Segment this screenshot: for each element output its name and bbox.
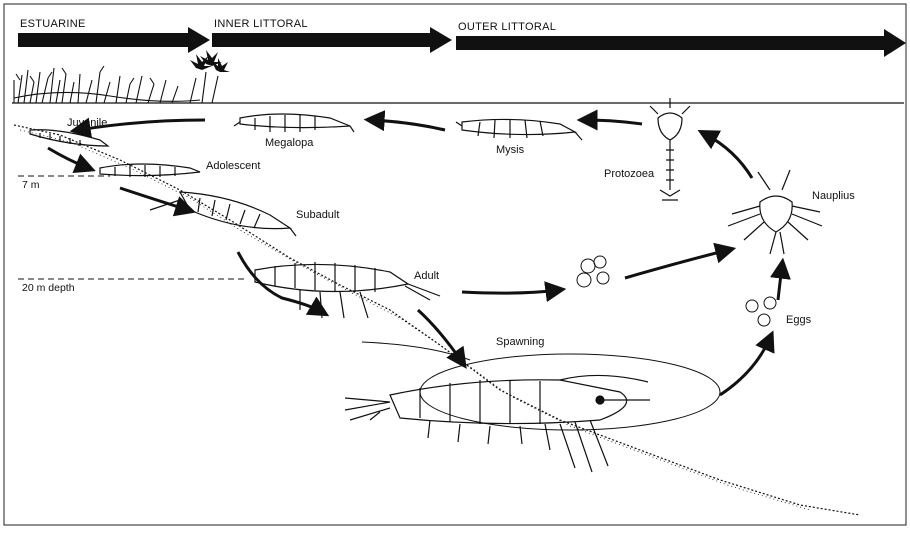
- nauplius-larva: [728, 170, 822, 254]
- mysis-larva: [456, 119, 582, 140]
- depth-label-20m: 20 m depth: [22, 282, 75, 294]
- subadult-shrimp: [150, 192, 296, 236]
- stage-label-mysis: Mysis: [496, 144, 524, 156]
- arrow-adolescent-to-subadult: [120, 188, 188, 210]
- arrow-eggs-to-nauplius: [625, 250, 728, 278]
- depth-label-7m: 7 m: [22, 179, 40, 191]
- arrow-mysis-to-megalopa: [372, 120, 445, 130]
- spawning-area-outline: [420, 354, 720, 430]
- stage-label-adolescent: Adolescent: [206, 160, 260, 172]
- stage-label-adult: Adult: [414, 270, 439, 282]
- eggs-cluster-mid: [577, 256, 609, 287]
- eggs-cluster-right: [746, 297, 776, 326]
- zone-label-outer-littoral: OUTER LITTORAL: [458, 21, 556, 33]
- palm-trees: [190, 50, 230, 72]
- arrow-adult-to-spawning: [418, 310, 462, 362]
- stage-label-megalopa: Megalopa: [265, 137, 313, 149]
- megalopa-larva: [234, 114, 354, 132]
- adolescent-shrimp: [100, 164, 200, 177]
- arrow-protozoea-to-mysis: [585, 120, 642, 124]
- stage-label-eggs: Eggs: [786, 314, 811, 326]
- stage-label-subadult: Subadult: [296, 209, 339, 221]
- mangrove-vegetation: [14, 66, 218, 103]
- arrow-subadult-to-adult: [238, 252, 322, 312]
- stage-label-juvenile: Juvenile: [67, 117, 107, 129]
- zone-arrow-outer-littoral: [456, 29, 906, 57]
- arrow-adult-to-eggs: [462, 290, 558, 293]
- zone-arrow-estuarine: [18, 27, 210, 53]
- arrow-spawning-to-eggs: [720, 338, 770, 395]
- arrow-juvenile-to-adolescent: [48, 148, 88, 168]
- seabed-slope: [14, 125, 860, 515]
- arrow-eggs-to-nauplius-right: [778, 266, 782, 300]
- diagram-frame: [4, 4, 906, 525]
- adult-shrimp: [255, 262, 440, 318]
- zone-label-estuarine: ESTUARINE: [20, 18, 86, 30]
- zone-label-inner-littoral: INNER LITTORAL: [214, 18, 308, 30]
- stage-label-spawning: Spawning: [496, 336, 544, 348]
- protozoea-larva: [650, 98, 690, 200]
- stage-label-nauplius: Nauplius: [812, 190, 855, 202]
- juvenile-shrimp: [30, 130, 108, 146]
- stage-label-protozoea: Protozoea: [604, 168, 654, 180]
- zone-arrow-inner-littoral: [212, 27, 452, 53]
- spawning-adult-shrimp: [345, 375, 650, 472]
- arrow-nauplius-to-protozoea: [705, 134, 752, 178]
